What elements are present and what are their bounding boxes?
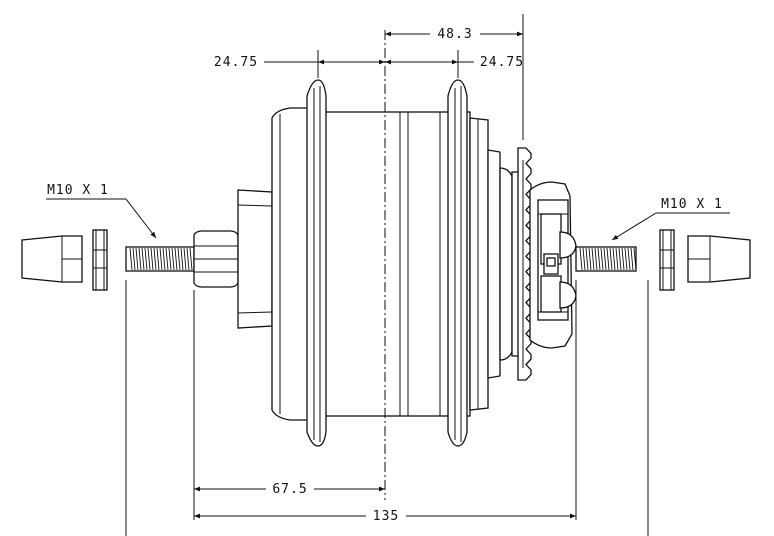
right-washer <box>659 229 675 291</box>
dim-right-flange-label: 24.75 <box>480 55 524 70</box>
left-thread-callout: M10 X 1 <box>46 183 157 239</box>
left-spacer <box>237 189 273 329</box>
dim-right-flange: 24.75 <box>385 55 524 70</box>
left-thread-label: M10 X 1 <box>47 183 109 198</box>
right-axle-thread <box>575 246 637 272</box>
dim-left-flange: 24.75 <box>214 55 385 70</box>
sprocket <box>517 147 532 381</box>
dim-48-3: 48.3 <box>385 24 523 42</box>
right-axle-nut <box>687 235 751 283</box>
dim-135-label: 135 <box>373 509 399 524</box>
left-lock-nut <box>193 230 239 288</box>
dim-left-flange-label: 24.75 <box>214 55 258 70</box>
right-thread-label: M10 X 1 <box>661 197 723 212</box>
right-flange <box>447 79 468 447</box>
dim-48-3-label: 48.3 <box>437 27 472 42</box>
left-axle-nut <box>21 235 83 283</box>
dim-67-5-label: 67.5 <box>272 482 307 497</box>
right-thread-callout: M10 X 1 <box>611 197 730 241</box>
right-bearing-housing <box>487 149 521 379</box>
left-axle-thread <box>125 246 195 272</box>
extension-lines <box>125 14 649 536</box>
left-flange <box>306 79 327 447</box>
left-washer <box>92 229 108 291</box>
dim-135: 135 <box>194 506 576 524</box>
driver-assembly <box>529 181 577 349</box>
dim-67-5: 67.5 <box>194 479 385 497</box>
